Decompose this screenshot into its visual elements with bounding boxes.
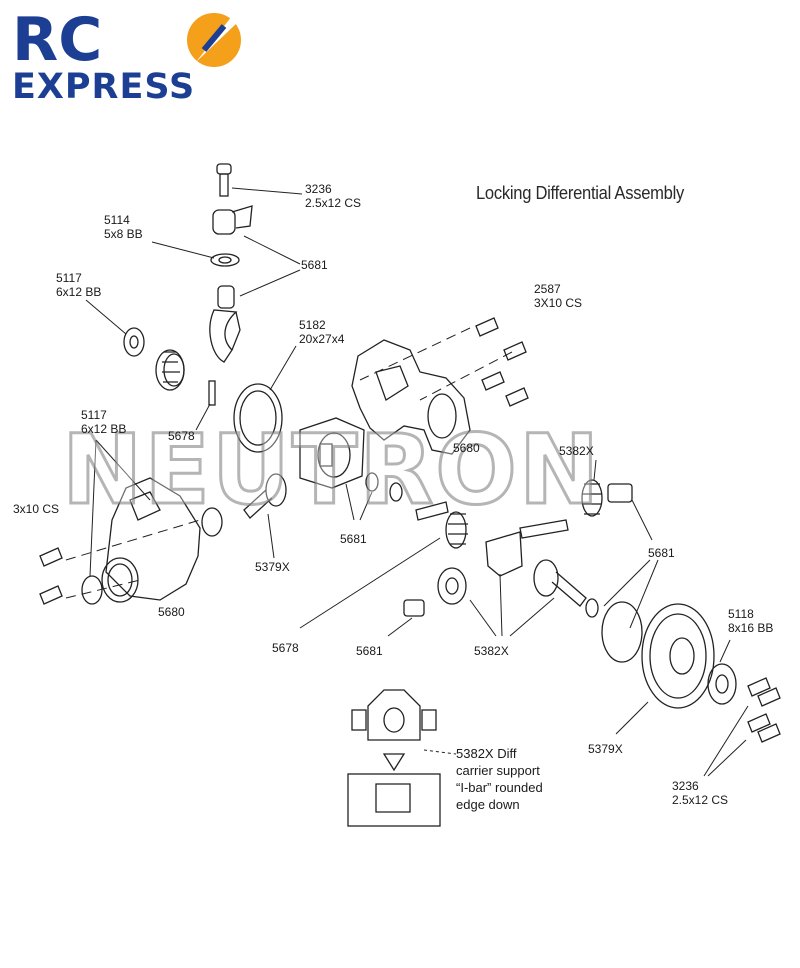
bearing-lower-left	[81, 575, 103, 605]
label-5678-bottom: 5678	[272, 641, 299, 655]
label-2587: 2587 3X10 CS	[534, 282, 582, 310]
label-5114: 5114 5x8 BB	[104, 213, 143, 241]
part-number: 2587	[534, 282, 561, 296]
bevel-gear-5382x-lower	[437, 567, 467, 605]
seal-5182	[233, 383, 283, 453]
label-5382x-bottom: 5382X	[474, 644, 509, 658]
label-5118: 5118 8x16 BB	[728, 607, 773, 635]
bevel-gear-center	[445, 511, 468, 549]
output-cup-5379x-right	[533, 559, 587, 607]
label-3x10-cs: 3x10 CS	[13, 502, 60, 516]
label-3236-top: 3236 2.5x12 CS	[305, 182, 361, 210]
part-number: 5114	[104, 213, 130, 227]
locking-clutch-gear	[155, 349, 185, 391]
pin-5678-top	[208, 380, 216, 406]
logo-swoosh-blue	[201, 24, 227, 52]
output-cup-5379x-left	[243, 473, 287, 519]
label-5680-bottom: 5680	[158, 605, 185, 619]
housing-5680-left	[101, 477, 201, 603]
part-spec: 5x8 BB	[104, 227, 143, 241]
washer-5681-c	[585, 598, 599, 618]
label-5382x-top: 5382X	[559, 444, 594, 458]
label-5678-top: 5678	[168, 429, 195, 443]
screw-3236-top	[216, 163, 232, 197]
part-spec: 3X10 CS	[534, 296, 583, 310]
shift-fork-lower	[209, 285, 241, 363]
label-5680-right: 5680	[453, 441, 480, 455]
label-5117-mid: 5117 6x12 BB	[81, 408, 126, 436]
label-5681-top: 5681	[301, 258, 328, 272]
leader-lines	[65, 187, 749, 777]
part-spec: 8x16 BB	[728, 621, 774, 635]
washer-block-5681	[607, 483, 633, 503]
part-number: 3236	[672, 779, 699, 793]
diagram-title: Locking Differential Assembly	[476, 183, 685, 203]
gasket-cover	[601, 601, 643, 663]
bearing-5118	[707, 663, 737, 705]
inset-note: 5382X Diff carrier support “I-bar” round…	[456, 745, 543, 813]
part-number: 5117	[81, 408, 107, 422]
part-number: 5182	[299, 318, 326, 332]
diff-carrier	[299, 417, 365, 489]
part-spec: 2.5x12 CS	[672, 793, 729, 807]
screws-3x10	[39, 547, 63, 605]
diff-shaft	[415, 501, 569, 539]
washer-block-5681-bottom	[403, 599, 425, 617]
housing-5680-right	[351, 339, 471, 455]
i-bar-5382x	[485, 531, 523, 577]
part-spec: 20x27x4	[299, 332, 345, 346]
label-5681-right: 5681	[648, 546, 675, 560]
label-5681-mid: 5681	[340, 532, 367, 546]
rc-express-logo: RC EXPRESS	[12, 5, 241, 104]
note-line: 5382X Diff	[456, 746, 517, 761]
part-spec: 2.5x12 CS	[305, 196, 362, 210]
part-spec: 6x12 BB	[56, 285, 102, 299]
label-5117-top: 5117 6x12 BB	[56, 271, 101, 299]
inset-carrier-support	[347, 689, 441, 827]
bearing-5117-top	[123, 327, 145, 357]
label-5379x-left: 5379X	[255, 560, 290, 574]
washer-5681-a	[365, 472, 379, 492]
screws-2587	[475, 317, 529, 407]
bearing-5114	[210, 253, 240, 267]
logo-rc-text: RC	[12, 5, 102, 75]
bearing-5117-mid	[201, 507, 223, 537]
part-number: 5118	[728, 607, 754, 621]
bevel-gear-5382x-top	[581, 479, 603, 517]
label-5182: 5182 20x27x4	[299, 318, 344, 346]
shift-fork-upper	[212, 205, 253, 235]
note-line: edge down	[456, 797, 520, 812]
screws-3236-bottom	[747, 677, 781, 743]
part-number: 5117	[56, 271, 82, 285]
label-3236-bottom: 3236 2.5x12 CS	[672, 779, 728, 807]
part-spec: 6x12 BB	[81, 422, 127, 436]
note-line: “I-bar” rounded	[456, 780, 543, 795]
label-5379x-right: 5379X	[588, 742, 623, 756]
note-line: carrier support	[456, 763, 540, 778]
part-number: 3236	[305, 182, 332, 196]
logo-express-text: EXPRESS	[12, 67, 195, 104]
ring-gear-5379x	[641, 603, 715, 709]
washer-5681-b	[389, 482, 403, 502]
label-5681-bottom: 5681	[356, 644, 383, 658]
